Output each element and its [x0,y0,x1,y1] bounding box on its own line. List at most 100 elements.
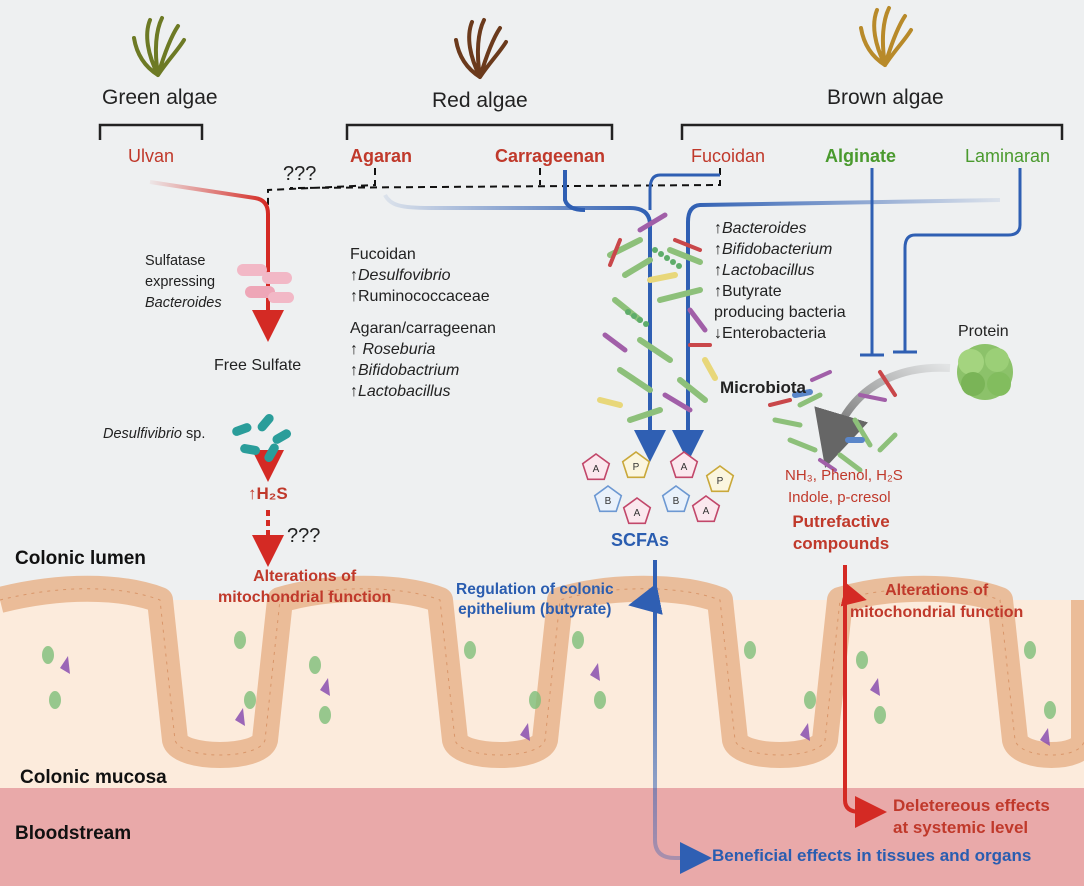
sulfatase-bacteroides-icon [237,264,294,303]
protein-label: Protein [958,323,1009,340]
brown-algae-icon [859,6,913,67]
right-effect-1: ↑Bacteroides [714,220,807,237]
beneficial-arrow [653,600,712,874]
right-mito-alterations: Alterations of mitochondrial function [850,580,1023,624]
regulation-label: Regulation of colonic epithelium (butyra… [456,580,614,620]
regulation-line-1: Regulation of colonic [456,581,614,598]
scfa-pentagon-label: P [717,476,724,487]
desulfivibrio-icon [232,413,292,463]
carrageenan-label: Carrageenan [495,146,606,166]
agaran-effect-3: ↑Lactobacillus [350,383,451,400]
scfa-pentagon [581,453,611,481]
left-mito-line-2: mitochondrial function [218,589,392,606]
putrefactive-title: Putrefactive compounds [786,511,896,555]
left-mito-alterations: Alterations of mitochondrial function [218,566,391,608]
regulation-arrow [628,560,663,615]
scfa-pentagon [691,495,721,523]
deleterious-arrow [843,565,887,828]
ulvan-label: Ulvan [128,146,175,166]
right-mito-line-1: Alterations of [885,582,989,599]
right-effect-4: ↑Butyrate [714,283,782,300]
protein-icon [957,344,1013,400]
agaran-effect-1: ↑ Roseburia [350,341,436,358]
agaran-label: Agaran [350,146,413,166]
deleterious-line-2: at systemic level [893,818,1029,837]
scfa-pentagon-label: A [681,462,688,473]
fucoidan-effects-head: Fucoidan [350,246,416,263]
scfa-pentagon [669,451,699,479]
fucoidan-label: Fucoidan [691,146,766,166]
right-effect-2: ↑Bifidobacterium [714,241,833,258]
agaran-effect-2: ↑Bifidobactrium [350,362,460,379]
agaran-scfa-arrow [383,193,666,462]
red-algae-icon [454,18,508,79]
right-effect-6: ↓Enterobacteria [714,325,827,342]
fucoidan-effect-2: ↑Ruminococcaceae [350,288,490,305]
scfa-pentagon-label: B [605,496,612,507]
left-mito-line-1: Alterations of [253,568,357,585]
scfa-label: SCFAs [611,530,670,550]
laminaran-inhibition-line [903,168,1022,352]
brown-scfa-arrow [672,198,1001,462]
deleterious-effects-label: Deletereous effects at systemic level [893,795,1050,839]
colonic-mucosa-label: Colonic mucosa [20,767,167,788]
h2s-unknown-marker: ??? [287,525,321,547]
desulfivibrio-suffix: sp. [181,426,206,442]
brown-algae-label: Brown algae [827,86,944,109]
alginate-label: Alginate [825,146,897,166]
scfa-pentagon-label: B [673,496,680,507]
green-algae-label: Green algae [102,86,218,109]
colonic-lumen-label: Colonic lumen [15,548,146,569]
red-algae-label: Red algae [432,89,528,112]
right-mito-line-2: mitochondrial function [850,604,1024,621]
scfa-pentagon [593,485,623,513]
right-effect-3: ↑Lactobacillus [714,262,815,279]
sulfatase-line-3: Bacteroides [145,295,222,311]
beneficial-effects-label: Beneficial effects in tissues and organs [712,846,1032,865]
scfa-pentagon [661,485,691,513]
microbiota-cluster-icon [597,212,718,423]
scfa-pentagon-label: A [593,464,600,475]
scfa-pentagon-label: P [633,462,640,473]
putrefactive-compounds-line-1: NH₃, Phenol, H₂S [785,467,903,484]
sulfatase-line-2: expressing [145,274,216,290]
bloodstream-label: Bloodstream [15,823,132,844]
ulvan-arrow [149,180,270,330]
desulfivibrio-label: Desulfivibrio sp. [103,426,205,442]
red-algae-bracket [345,123,614,140]
putrefactive-mito-arrow [840,582,867,607]
right-effects-list: ↑Bacteroides ↑Bifidobacterium ↑Lactobaci… [714,218,846,344]
brown-algae-bracket [680,123,1064,140]
putrefactive-compounds-line-2: Indole, p-cresol [788,489,891,506]
scfa-pentagons: A P A P B A B A [581,451,735,525]
scfa-pentagon-label: A [703,506,710,517]
fucoidan-link [648,173,720,210]
fucoidan-effect-1: ↑Desulfovibrio [350,267,451,284]
sulfatase-line-1: Sulfatase [145,253,206,269]
right-effect-5: producing bacteria [714,304,846,321]
laminaran-label: Laminaran [965,146,1051,166]
scfa-pentagon-label: A [634,508,641,519]
putrefactive-title-line-1: Putrefactive [792,512,890,531]
sulfatase-label: Sulfatase expressing Bacteroides [145,251,222,314]
carrageenan-link [563,170,586,212]
putrefactive-title-line-2: compounds [792,534,890,553]
microbiota-label: Microbiota [720,378,806,397]
colonic-epithelium [0,575,1084,768]
h2s-label: ↑H₂S [248,484,288,503]
scfa-pentagon [621,451,651,479]
middle-effects-list: Fucoidan ↑Desulfovibrio ↑Ruminococcaceae… [350,244,496,402]
desulfivibrio-name: Desulfivibrio [103,426,182,442]
unknown-link-marker: ??? [283,163,317,185]
free-sulfate-label: Free Sulfate [214,357,302,374]
protein-microbiota-icon [768,370,898,473]
scfa-pentagon [705,465,735,493]
deleterious-line-1: Deletereous effects [893,796,1050,815]
green-algae-icon [132,16,186,77]
regulation-line-2: epithelium (butyrate) [458,601,612,618]
agaran-effects-head: Agaran/carrageenan [350,320,496,337]
bloodstream-background [0,788,1084,886]
protein-fermentation-arrow [814,363,951,468]
